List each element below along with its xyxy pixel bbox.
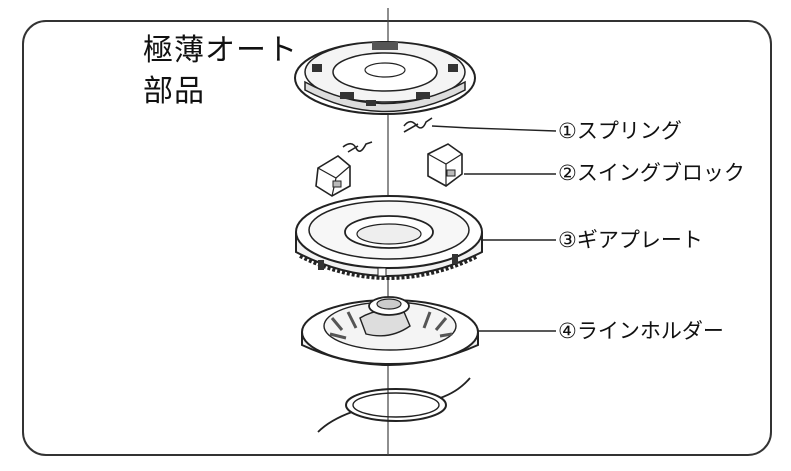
diagram-title-line-2: 部品: [143, 74, 205, 109]
leader-lines: [431, 125, 557, 332]
cutting-line-coil-part: [317, 377, 471, 433]
line-holder-part: [301, 296, 479, 366]
label-gear-plate: ③ギアプレート: [558, 228, 703, 252]
swing-block-right-part: [427, 143, 463, 187]
label-line-holder: ④ラインホルダー: [558, 319, 724, 343]
label-spring: ①スプリング: [558, 119, 682, 143]
swing-block-left-part: [315, 155, 351, 197]
top-cover-part: [294, 41, 476, 115]
spring-left-part: [342, 141, 373, 153]
spring-right-part: [403, 117, 433, 133]
diagram-title-line-1: 極薄オート: [143, 33, 298, 68]
gear-plate-part: [295, 195, 483, 280]
label-swing-block: ②スイングブロック: [558, 161, 745, 185]
leader-line-spring: [431, 125, 557, 132]
